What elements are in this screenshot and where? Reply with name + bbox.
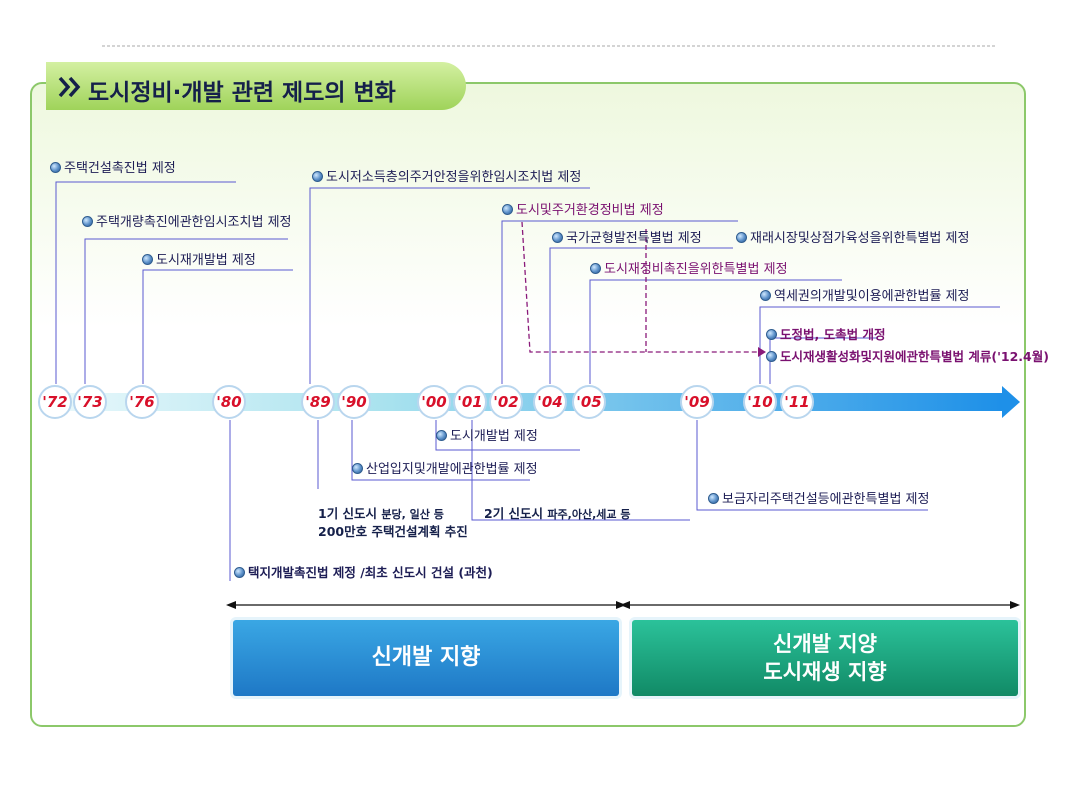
event-label: 보금자리주택건설등에관한특별법 제정	[708, 492, 929, 508]
title-tab	[46, 62, 466, 110]
event-label: 도시저소득층의주거안정을위한임시조치법 제정	[312, 170, 581, 186]
second-new-town-note: 2기 신도시 파주,아산,세교 등	[484, 506, 631, 521]
event-label: 도시재정비촉진을위한특별법 제정	[590, 262, 788, 278]
period-box-urban-regeneration: 신개발 지양 도시재생 지향	[632, 620, 1018, 696]
year-marker: '09	[680, 385, 714, 419]
bullet-icon	[708, 493, 719, 504]
event-label: 재래시장및상점가육성을위한특별법 제정	[736, 231, 969, 247]
year-marker: '89	[301, 385, 335, 419]
bullet-icon	[760, 290, 771, 301]
double-chevron-icon	[58, 76, 81, 98]
first-new-town-note: 1기 신도시 분당, 일산 등 200만호 주택건설계획 추진	[318, 506, 468, 539]
year-marker: '76	[125, 385, 159, 419]
year-marker: '11	[780, 385, 814, 419]
bullet-icon	[142, 254, 153, 265]
bullet-icon	[352, 463, 363, 474]
year-marker: '05	[572, 385, 606, 419]
bullet-icon	[766, 329, 777, 340]
bullet-icon	[590, 263, 601, 274]
page-title: 도시정비·개발 관련 제도의 변화	[88, 80, 396, 106]
bullet-icon	[502, 204, 513, 215]
year-marker: '01	[453, 385, 487, 419]
event-label: 도시및주거환경정비법 제정	[502, 203, 664, 219]
bullet-icon	[436, 430, 447, 441]
period-box-new-development: 신개발 지향	[233, 620, 619, 696]
bullet-icon	[766, 351, 777, 362]
year-marker: '73	[73, 385, 107, 419]
bullet-icon	[312, 171, 323, 182]
bullet-icon	[736, 232, 747, 243]
bullet-icon	[552, 232, 563, 243]
year-marker: '72	[38, 385, 72, 419]
event-label: 주택개량촉진에관한임시조치법 제정	[82, 215, 292, 231]
event-label: 택지개발촉진법 제정 /최초 신도시 건설 (과천)	[234, 565, 493, 581]
bullet-icon	[50, 162, 61, 173]
event-label: 도시개발법 제정	[436, 429, 538, 445]
year-marker: '00	[417, 385, 451, 419]
year-marker: '04	[533, 385, 567, 419]
event-label: 역세권의개발및이용에관한법률 제정	[760, 289, 970, 305]
event-label: 도시재개발법 제정	[142, 253, 256, 269]
event-label: 도정법, 도촉법 개정	[766, 327, 885, 343]
bullet-icon	[82, 216, 93, 227]
year-marker: '80	[212, 385, 246, 419]
bullet-icon	[234, 567, 245, 578]
event-label: 국가균형발전특별법 제정	[552, 231, 702, 247]
year-marker: '02	[489, 385, 523, 419]
event-label: 산업입지및개발에관한법률 제정	[352, 462, 538, 478]
event-label: 도시재생활성화및지원에관한특별법 계류('12.4월)	[766, 349, 1049, 365]
year-marker: '90	[337, 385, 371, 419]
year-marker: '10	[743, 385, 777, 419]
event-label: 주택건설촉진법 제정	[50, 161, 176, 177]
